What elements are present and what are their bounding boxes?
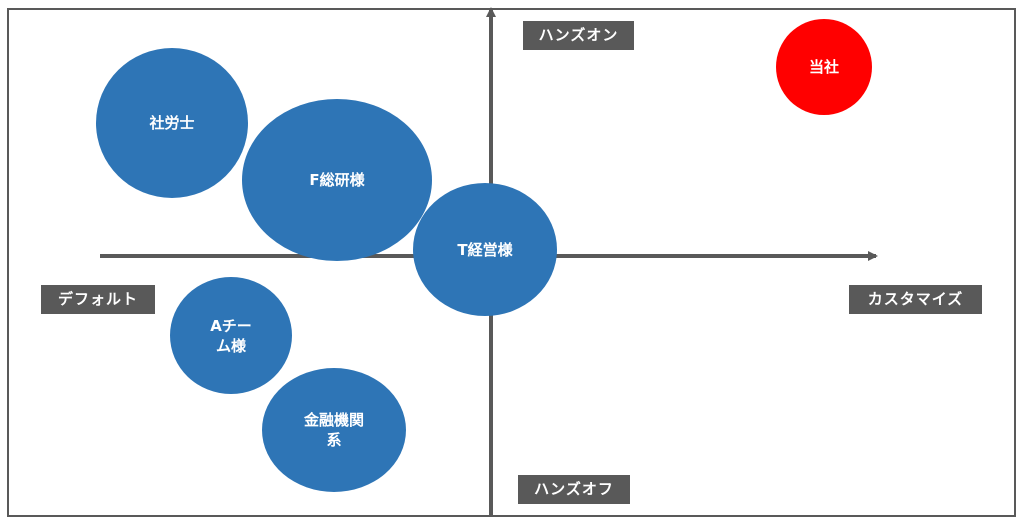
bubble-a-team: Aチー ム様 [170,277,292,394]
bubble-kinyu-kikan: 金融機関 系 [262,368,406,492]
bubble-sharoushi: 社労士 [96,48,248,198]
bubble-t-keiei: T経営様 [413,183,557,316]
axis-label-top: ハンズオン [523,21,634,50]
bubble-tousha: 当社 [776,19,872,115]
axis-label-left: デフォルト [41,285,155,314]
axis-label-right: カスタマイズ [849,285,982,314]
bubble-f-souken: F総研様 [242,99,432,261]
axis-label-bottom: ハンズオフ [518,475,630,504]
